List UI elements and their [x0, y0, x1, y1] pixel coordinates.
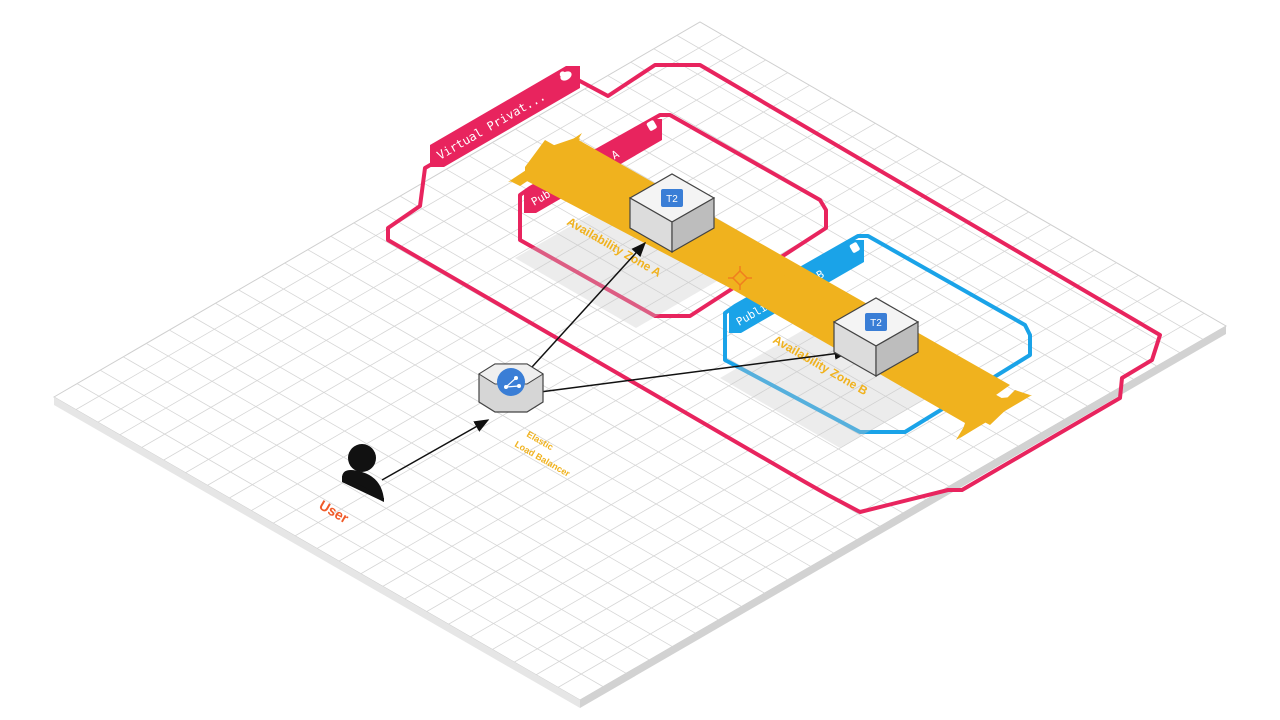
grid-line	[163, 84, 810, 461]
grid-line	[404, 224, 1051, 600]
shield-icon	[849, 242, 860, 253]
ec2-instance-a[interactable]: T2	[628, 173, 716, 254]
grid-line	[557, 312, 1205, 688]
subnet-b-shadow	[720, 310, 958, 448]
grid-line	[207, 110, 854, 486]
ec2-instance-b[interactable]: T2	[832, 297, 920, 378]
grid-line	[448, 249, 1095, 625]
instance-a-label: T2	[666, 194, 678, 205]
elb-to-instance-a-arrow	[521, 241, 647, 379]
cloud-icon	[559, 71, 572, 81]
grid-line	[338, 186, 986, 562]
subnet-a-shadow	[515, 192, 750, 328]
shield-icon	[646, 120, 657, 131]
grid-line	[426, 236, 1073, 612]
grid-line	[97, 46, 745, 423]
grid-line	[141, 72, 788, 448]
grid-line	[382, 211, 1029, 587]
instance-b-label: T2	[870, 318, 882, 329]
grid-line	[185, 97, 832, 474]
zone-arrow-head-left	[508, 133, 582, 182]
elastic-load-balancer[interactable]	[478, 363, 544, 413]
subnet-b-outline[interactable]	[723, 234, 1032, 434]
user-to-elb-arrow	[381, 419, 490, 481]
grid-line	[535, 300, 1183, 676]
connections	[381, 241, 850, 481]
grid-line	[514, 287, 1161, 663]
grid-line	[470, 262, 1117, 638]
load-balancer-icon	[497, 368, 525, 396]
elb-to-instance-b-arrow	[539, 347, 850, 393]
grid-line	[294, 160, 942, 537]
auto-scaling-icon	[728, 266, 752, 290]
user-icon[interactable]	[342, 444, 384, 502]
subnet-a-outline[interactable]	[518, 113, 828, 318]
grid-line	[360, 198, 1008, 575]
grid-line	[229, 122, 876, 499]
ec2-t2-icon: T2	[865, 313, 887, 331]
ec2-t2-icon: T2	[661, 189, 683, 207]
vpc-label-tab	[430, 66, 580, 167]
zone-arrow-head-right	[956, 395, 1032, 440]
grid-line	[272, 148, 920, 524]
